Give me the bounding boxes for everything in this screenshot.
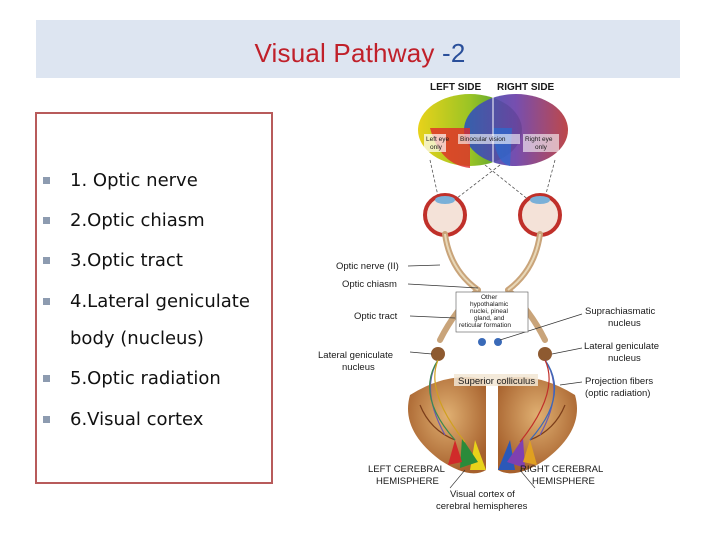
lgn-right-label: Lateral geniculate — [584, 341, 659, 352]
optic-tract-label: Optic tract — [354, 311, 398, 322]
other-nuclei-label-5: reticular formation — [459, 322, 511, 329]
projection-fibers-label: Projection fibers — [585, 376, 653, 387]
other-nuclei-box — [455, 291, 529, 333]
optic-radiation-fibers — [429, 359, 556, 443]
right-eye-only-label-2: only — [535, 144, 548, 151]
title-bar — [36, 20, 680, 78]
lgn-left-label-2: nucleus — [342, 362, 375, 373]
other-nuclei-label-3: nuclei, pineal — [470, 308, 508, 315]
list-item: 5.Optic radiation — [70, 368, 221, 389]
list-item: 4.Lateral geniculate — [70, 291, 250, 312]
slide-title: Visual Pathway -2 — [0, 38, 720, 69]
right-eye-icon — [518, 193, 562, 237]
sight-lines — [429, 159, 556, 206]
visual-cortex-label: Visual cortex of — [450, 489, 515, 500]
slide-title-number: -2 — [442, 38, 466, 68]
lgn-left-label: Lateral geniculate — [318, 350, 393, 361]
lgn-right-icon — [538, 347, 552, 361]
left-eye-only-label: Left eye — [426, 136, 450, 143]
bullet-icon — [43, 416, 50, 423]
list-item: 6.Visual cortex — [70, 409, 204, 430]
bullet-icon — [43, 375, 50, 382]
lgn-left-icon — [431, 347, 445, 361]
right-side-label: RIGHT SIDE — [497, 82, 555, 93]
left-side-label: LEFT SIDE — [430, 82, 481, 93]
suprachiasmatic-label-2: nucleus — [608, 318, 641, 329]
other-nuclei-label-2: hypothalamic — [470, 301, 509, 308]
left-hemisphere-label-2: HEMISPHERE — [376, 476, 439, 487]
visual-cortex-label-2: cerebral hemispheres — [436, 501, 528, 512]
brain-icon — [408, 377, 577, 474]
visual-pathway-diagram: LEFT SIDE RIGHT SIDE Left eye only Binoc… — [318, 82, 659, 512]
bullet-icon — [43, 217, 50, 224]
list-item: 2.Optic chiasm — [70, 210, 205, 231]
bullet-icon — [43, 257, 50, 264]
left-eye-only-label-2: only — [430, 144, 443, 151]
list-item: 3.Optic tract — [70, 250, 183, 271]
slide-title-text: Visual Pathway — [254, 38, 435, 68]
right-eye-only-label: Right eye — [525, 136, 553, 143]
other-nuclei-label-4: gland, and — [474, 315, 505, 322]
left-eye-icon — [423, 193, 467, 237]
optic-nerve-label: Optic nerve (II) — [336, 261, 399, 272]
optic-nerve-highlight — [444, 233, 541, 291]
nucleus-icon — [494, 338, 502, 346]
optic-chiasm-label: Optic chiasm — [342, 279, 397, 290]
binocular-vision-label: Binocular vision — [460, 136, 506, 143]
lgn-right-label-2: nucleus — [608, 353, 641, 364]
projection-fibers-label-2: (optic radiation) — [585, 388, 650, 399]
list-item-continuation: body (nucleus) — [70, 328, 204, 349]
superior-colliculus-label: Superior colliculus — [458, 376, 535, 387]
bullet-icon — [43, 177, 50, 184]
visual-field-icon — [418, 94, 568, 168]
other-nuclei-label: Other — [481, 294, 498, 301]
leader-lines — [407, 264, 583, 386]
list-item: 1. Optic nerve — [70, 170, 198, 191]
right-hemisphere-label: RIGHT CEREBRAL — [520, 464, 603, 475]
nucleus-icon — [478, 338, 486, 346]
bullet-icon — [43, 298, 50, 305]
left-hemisphere-label: LEFT CEREBRAL — [368, 464, 445, 475]
right-hemisphere-label-2: HEMISPHERE — [532, 476, 595, 487]
pathway-list-box — [35, 112, 273, 484]
suprachiasmatic-label: Suprachiasmatic — [585, 306, 655, 317]
